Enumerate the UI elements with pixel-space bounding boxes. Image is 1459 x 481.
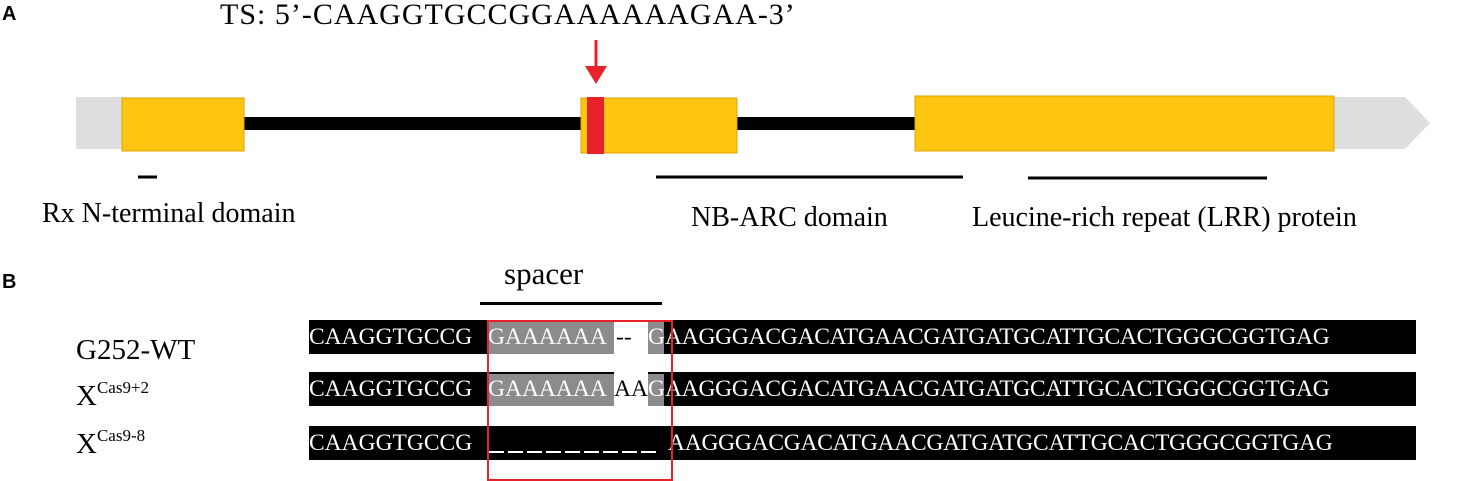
intron-2 bbox=[734, 117, 919, 130]
target-arrow-head bbox=[585, 66, 607, 84]
seq-suffix: AAGGGACGACATGAACGATGATGCATTGCACTGGGCGGTG… bbox=[665, 324, 1330, 350]
seq-name-minus8: XCas9-8 bbox=[76, 426, 146, 460]
seq-spacer: GAAAAAA bbox=[488, 324, 607, 350]
seq-spacer: GAAAAAA bbox=[488, 376, 607, 402]
sequence-row-minus8: CAAGGTGCCG AAGGGACGACATGAACGATGATGCATTGC… bbox=[309, 426, 1416, 460]
intron-1 bbox=[240, 117, 585, 130]
seq-prefix: CAAGGTGCCG bbox=[309, 324, 473, 350]
sequence-row-plus2: CAAGGTGCCG GAAAAAA AA G AAGGGACGACATGAAC… bbox=[309, 372, 1416, 406]
pam-shade bbox=[648, 374, 664, 406]
nbarc-domain-label: NB-ARC domain bbox=[691, 202, 888, 233]
panel-a-label: A bbox=[2, 3, 17, 25]
utr-5prime bbox=[76, 97, 126, 149]
target-site-mark bbox=[587, 97, 604, 154]
spacer-bracket-line bbox=[480, 302, 662, 305]
pam-shade bbox=[648, 322, 664, 354]
seq-superscript-plus2: Cas9+2 bbox=[96, 378, 150, 397]
panel-b-label: B bbox=[2, 271, 17, 293]
target-site-sequence: TS: 5’-CAAGGTGCCGGAAAAAAGAA-3’ bbox=[220, 0, 796, 31]
spacer-shade bbox=[487, 374, 614, 406]
exon-2 bbox=[580, 97, 738, 154]
seq-superscript-minus8: Cas9-8 bbox=[96, 426, 146, 445]
utr-3prime bbox=[1330, 97, 1430, 149]
spacer-label: spacer bbox=[504, 256, 584, 291]
seq-name-wt: G252-WT bbox=[76, 334, 196, 366]
seq-pam-start: G bbox=[648, 324, 665, 350]
seq-prefix: CAAGGTGCCG bbox=[309, 430, 473, 456]
seq-insert: AA bbox=[614, 376, 648, 402]
exon-3 bbox=[914, 95, 1335, 152]
insertion-gap bbox=[614, 320, 648, 354]
rx-domain-label: Rx N-terminal domain bbox=[42, 198, 296, 229]
exon-1 bbox=[121, 97, 245, 152]
seq-name-plus2: XCas9+2 bbox=[76, 378, 150, 412]
insertion-gap bbox=[614, 372, 648, 406]
spacer-shade bbox=[487, 322, 614, 354]
deletion-dashes bbox=[487, 426, 663, 460]
seq-suffix: AAGGGACGACATGAACGATGATGCATTGCACTGGGCGGTG… bbox=[665, 376, 1330, 402]
sequence-row-wt: CAAGGTGCCG GAAAAAA -- G AAGGGACGACATGAAC… bbox=[309, 320, 1416, 354]
seq-pam-start: G bbox=[648, 376, 665, 402]
gene-structure-diagram bbox=[76, 40, 1430, 180]
target-highlight-box bbox=[487, 320, 673, 481]
seq-insert: -- bbox=[616, 324, 632, 350]
seq-suffix: AAGGGACGACATGAACGATGATGCATTGCACTGGGCGGTG… bbox=[668, 430, 1333, 456]
lrr-domain-label: Leucine-rich repeat (LRR) protein bbox=[972, 202, 1357, 233]
seq-prefix: CAAGGTGCCG bbox=[309, 376, 473, 402]
